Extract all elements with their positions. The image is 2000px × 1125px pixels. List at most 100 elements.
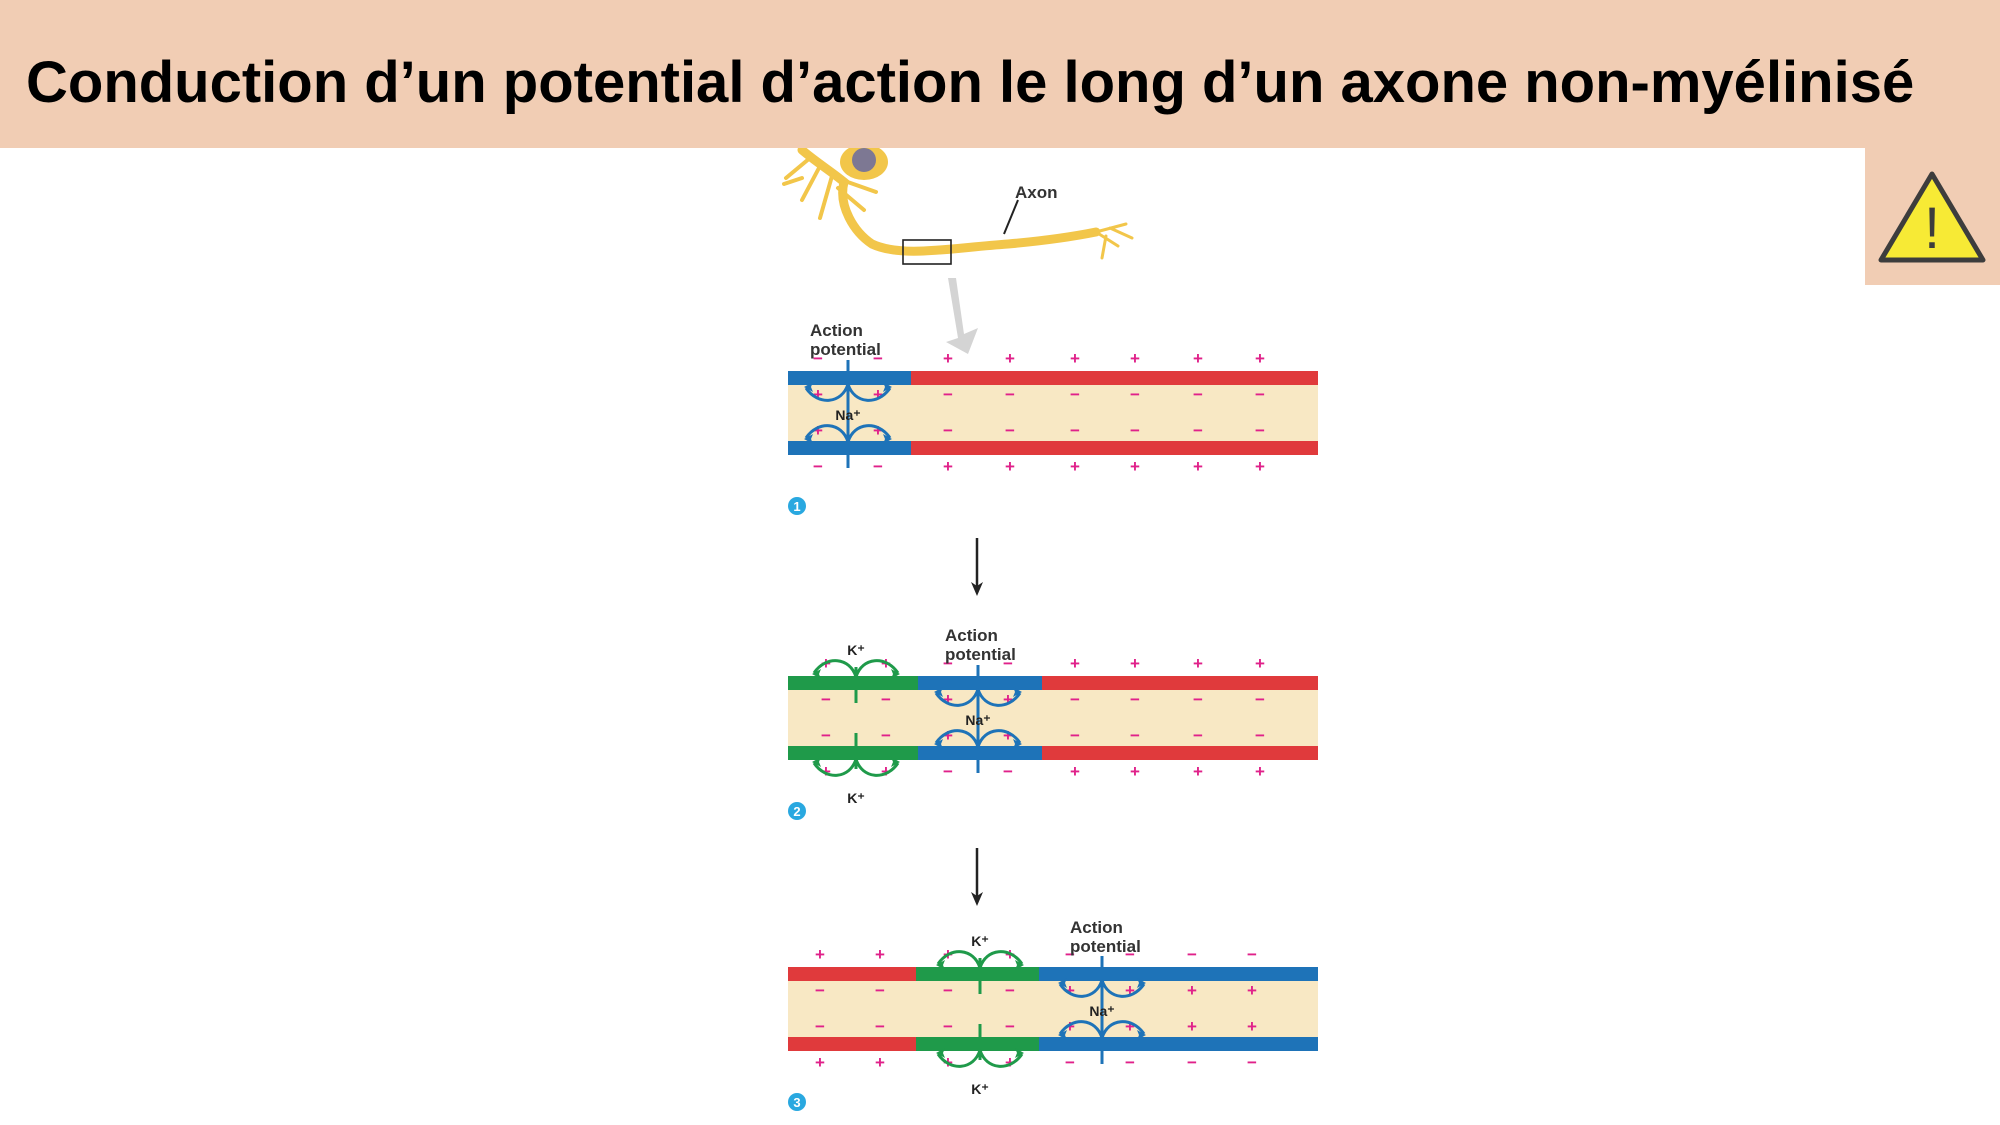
plus-charge: + — [1130, 762, 1140, 781]
plus-charge: + — [1003, 690, 1013, 709]
plus-charge: + — [943, 349, 953, 368]
plus-charge: + — [1130, 654, 1140, 673]
ion-label: Na⁺ — [965, 712, 990, 728]
minus-charge: − — [1187, 945, 1197, 964]
minus-charge: − — [1130, 726, 1140, 745]
plus-charge: + — [813, 421, 823, 440]
minus-charge: − — [1125, 945, 1135, 964]
membrane-segment — [1042, 746, 1318, 760]
minus-charge: − — [1255, 385, 1265, 404]
title-bar: Conduction d’un potential d’action le lo… — [0, 0, 2000, 148]
na-influx-arrows — [804, 382, 892, 402]
warning-panel: ! — [1865, 148, 2000, 285]
plus-charge: + — [943, 690, 953, 709]
minus-charge: − — [1065, 945, 1075, 964]
ion-label: K⁺ — [847, 642, 865, 658]
axoplasm — [788, 378, 1318, 448]
minus-charge: − — [873, 349, 883, 368]
plus-charge: + — [873, 421, 883, 440]
zoom-arrow-icon — [946, 278, 978, 354]
step-down-arrow — [971, 848, 983, 906]
plus-charge: + — [1070, 762, 1080, 781]
step-number: 3 — [793, 1095, 800, 1110]
plus-charge: + — [821, 762, 831, 781]
minus-charge: − — [813, 349, 823, 368]
plus-charge: + — [815, 945, 825, 964]
na-influx-arrows — [1058, 978, 1146, 998]
action-potential-label: potential — [810, 340, 881, 359]
plus-charge: + — [815, 1053, 825, 1072]
minus-charge: − — [815, 1017, 825, 1036]
axon-panel-1: −−−−++++++++++++++++−−−−−−−−−−−−Actionpo… — [788, 321, 1318, 515]
plus-charge: + — [1070, 654, 1080, 673]
plus-charge: + — [943, 726, 953, 745]
neuron-illustration: Axon — [782, 148, 1134, 354]
membrane-segment — [788, 746, 918, 760]
minus-charge: − — [1255, 726, 1265, 745]
plus-charge: + — [1193, 762, 1203, 781]
action-potential-label: Action — [1070, 918, 1123, 937]
minus-charge: − — [1005, 421, 1015, 440]
plus-charge: + — [1187, 981, 1197, 1000]
minus-charge: − — [943, 762, 953, 781]
axon-conduction-diagram: Axon −−−−++++++++++++++++−−−−−−−−−−−−Act… — [782, 148, 1318, 1111]
ion-label: K⁺ — [847, 790, 865, 806]
plus-charge: + — [1070, 457, 1080, 476]
k-efflux-arrows: K⁺ — [812, 642, 900, 679]
minus-charge: − — [1247, 945, 1257, 964]
ion-label: Na⁺ — [835, 407, 860, 423]
minus-charge: − — [875, 981, 885, 1000]
minus-charge: − — [1130, 421, 1140, 440]
minus-charge: − — [943, 1017, 953, 1036]
minus-charge: − — [1193, 726, 1203, 745]
plus-charge: + — [1003, 726, 1013, 745]
minus-charge: − — [1070, 421, 1080, 440]
action-potential-label: potential — [1070, 937, 1141, 956]
na-influx-arrows — [934, 687, 1022, 707]
minus-charge: − — [1255, 690, 1265, 709]
minus-charge: − — [1255, 421, 1265, 440]
step-number: 1 — [793, 499, 800, 514]
membrane-segment — [916, 1037, 1039, 1051]
plus-charge: + — [1005, 349, 1015, 368]
membrane-segment — [918, 746, 1042, 760]
plus-charge: + — [1193, 654, 1203, 673]
plus-charge: + — [1255, 762, 1265, 781]
membrane-segment — [1039, 1037, 1318, 1051]
page-title: Conduction d’un potential d’action le lo… — [26, 50, 1915, 115]
minus-charge: − — [1070, 385, 1080, 404]
plus-charge: + — [1255, 457, 1265, 476]
ion-label: K⁺ — [971, 933, 989, 949]
membrane-segment — [788, 967, 916, 981]
plus-charge: + — [1125, 981, 1135, 1000]
action-potential-label: potential — [945, 645, 1016, 664]
step-number: 2 — [793, 804, 800, 819]
zoom-box — [902, 239, 952, 265]
minus-charge: − — [1005, 981, 1015, 1000]
axon-label: Axon — [1015, 183, 1058, 202]
na-influx-arrows: Na⁺ — [934, 712, 1022, 749]
minus-charge: − — [1193, 690, 1203, 709]
minus-charge: − — [1130, 385, 1140, 404]
plus-charge: + — [875, 945, 885, 964]
plus-charge: + — [1005, 1053, 1015, 1072]
minus-charge: − — [873, 457, 883, 476]
minus-charge: − — [943, 385, 953, 404]
plus-charge: + — [1065, 981, 1075, 1000]
plus-charge: + — [1130, 457, 1140, 476]
plus-charge: + — [1187, 1017, 1197, 1036]
ion-label: K⁺ — [971, 1081, 989, 1097]
plus-charge: + — [1255, 654, 1265, 673]
k-efflux-arrows: K⁺ — [936, 933, 1024, 970]
minus-charge: − — [1003, 654, 1013, 673]
step-badge — [788, 1093, 806, 1111]
plus-charge: + — [813, 385, 823, 404]
cell-nucleus-icon — [852, 148, 876, 172]
plus-charge: + — [1247, 981, 1257, 1000]
minus-charge: − — [875, 1017, 885, 1036]
membrane-segment — [918, 676, 1042, 690]
minus-charge: − — [881, 690, 891, 709]
axoplasm — [788, 683, 1318, 753]
step-down-arrow — [971, 538, 983, 596]
minus-charge: − — [1070, 690, 1080, 709]
